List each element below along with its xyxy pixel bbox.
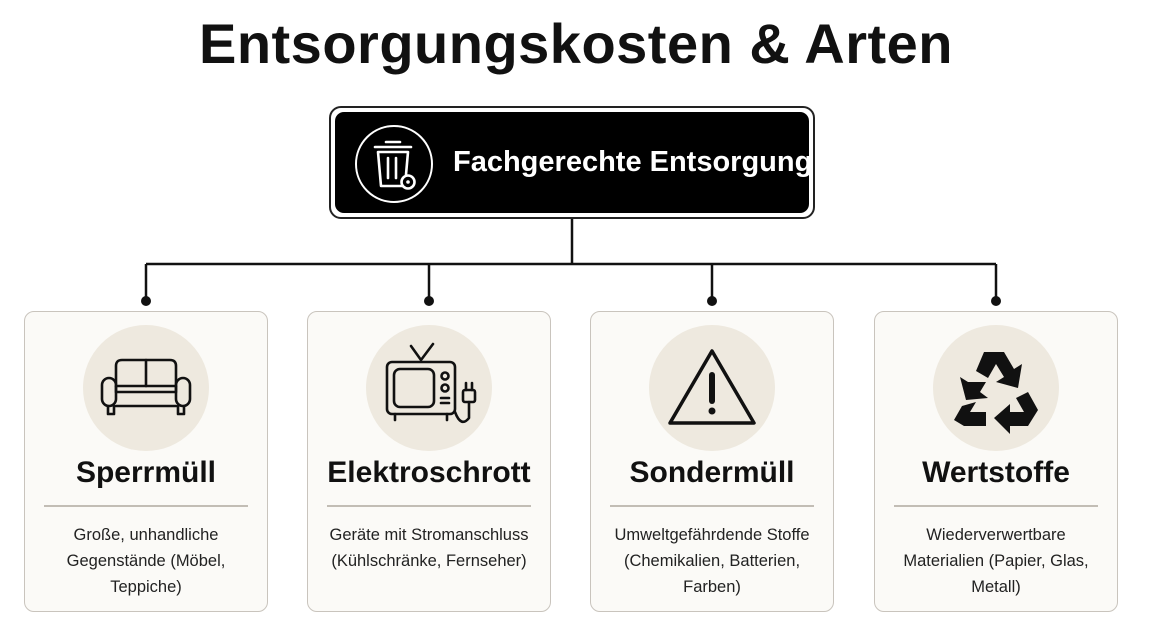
category-card-sondermuell: Sondermüll Umweltgefährdende Stoffe (Che… [590, 311, 834, 612]
category-description: Geräte mit Stromanschluss (Kühlschränke,… [329, 526, 529, 570]
recycle-icon [933, 325, 1059, 451]
card-divider [610, 505, 814, 507]
card-divider [327, 505, 531, 507]
category-description: Umweltgefährdende Stoffe (Chemikalien, B… [614, 526, 810, 596]
category-title: Sondermüll [629, 456, 795, 489]
category-title: Sperrmüll [75, 456, 217, 489]
connector-dot [707, 296, 717, 306]
card-divider [894, 505, 1098, 507]
category-card-sperrmuell: Sperrmüll Große, unhandliche Gegenstände… [24, 311, 268, 612]
diagram-title: Entsorgungskosten & Arten [198, 12, 954, 75]
connector-dot [991, 296, 1001, 306]
warning-triangle-icon [649, 325, 775, 451]
category-description: Wiederverwertbare Materialien (Papier, G… [903, 526, 1089, 596]
category-card-elektroschrott: Elektroschrott Geräte mit Stromanschluss… [307, 311, 551, 612]
connector-dot [424, 296, 434, 306]
tv-plug-icon [366, 325, 492, 451]
root-node-body: Fachgerechte Entsorgung [335, 112, 813, 213]
sofa-icon [83, 325, 209, 451]
root-node-label: Fachgerechte Entsorgung [453, 146, 813, 178]
category-description: Große, unhandliche Gegenstände (Möbel, T… [66, 526, 226, 596]
trash-bin-icon [355, 125, 433, 203]
connector-dot [141, 296, 151, 306]
category-title: Elektroschrott [327, 456, 531, 489]
root-node: Fachgerechte Entsorgung [329, 106, 815, 219]
card-divider [44, 505, 248, 507]
category-title: Wertstoffe [922, 456, 1070, 489]
category-card-wertstoffe: Wertstoffe Wiederverwertbare Materialien… [874, 311, 1118, 612]
